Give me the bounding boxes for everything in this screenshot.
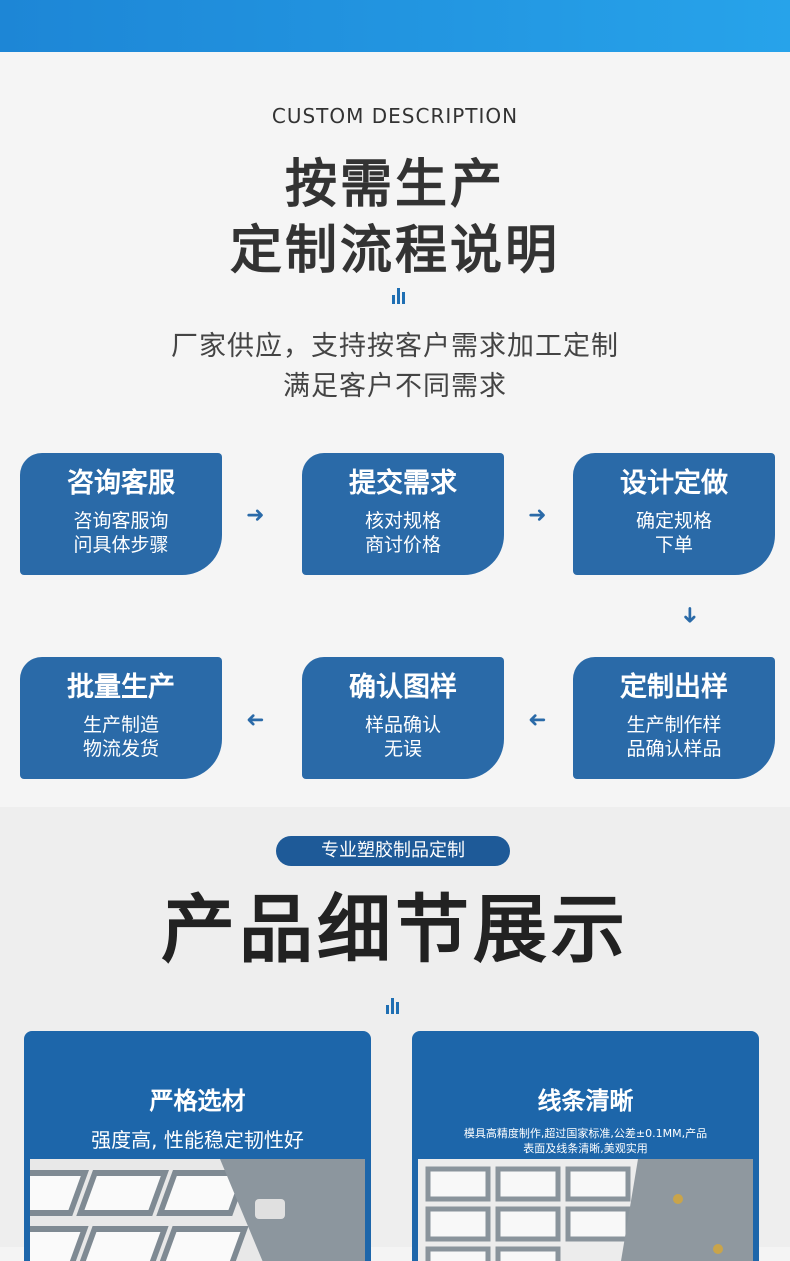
step-title: 咨询客服 (67, 468, 175, 499)
bars-icon (386, 996, 404, 1014)
detail-card-title: 严格选材 (149, 1087, 246, 1115)
step-desc: 品确认样品 (626, 738, 722, 760)
step-desc: 生产制造 (82, 714, 159, 736)
step-card-sample: 定制出样 生产制作样 品确认样品 (573, 657, 775, 779)
step-title: 提交需求 (349, 468, 457, 499)
step-card-confirm: 确认图样 样品确认 无误 (302, 657, 504, 779)
subtitle-line2: 满足客户不同需求 (283, 371, 507, 402)
product-photo (418, 1159, 753, 1261)
arrow-right-icon: ➜ (528, 503, 547, 528)
product-photo (24, 1159, 365, 1261)
detail-card-material: 严格选材 强度高, 性能稳定韧性好 (24, 1031, 371, 1261)
page-title-line1: 按需生产 (284, 155, 505, 215)
detail-card-desc: 强度高, 性能稳定韧性好 (91, 1128, 304, 1152)
step-desc: 商讨价格 (364, 534, 441, 556)
bars-icon (392, 286, 410, 304)
step-title: 定制出样 (620, 672, 728, 703)
step-card-design: 设计定做 确定规格 下单 (573, 453, 775, 575)
detail-card-desc: 模具高精度制作,超过国家标准,公差±0.1MM,产品 表面及线条清晰,美观实用 (412, 1126, 759, 1156)
step-title: 设计定做 (620, 468, 728, 499)
step-desc: 下单 (654, 534, 693, 556)
detail-card-desc-line: 表面及线条清晰,美观实用 (523, 1142, 648, 1155)
detail-card-title: 线条清晰 (537, 1087, 634, 1115)
arrow-down-icon: ➜ (677, 605, 703, 625)
arrow-left-icon: ➜ (528, 707, 547, 732)
section-eyebrow: CUSTOM DESCRIPTION (271, 104, 519, 128)
step-card-submit: 提交需求 核对规格 商讨价格 (302, 453, 504, 575)
top-banner (0, 0, 790, 52)
step-desc: 咨询客服询 (73, 510, 169, 532)
step-desc: 生产制作样 (626, 714, 722, 736)
step-desc: 物流发货 (82, 738, 159, 760)
detail-card-precision: 线条清晰 模具高精度制作,超过国家标准,公差±0.1MM,产品 表面及线条清晰,… (412, 1031, 759, 1261)
step-card-consult: 咨询客服 咨询客服询 问具体步骤 (20, 453, 222, 575)
step-desc: 确定规格 (635, 510, 712, 532)
step-title: 批量生产 (67, 672, 175, 703)
subtitle-line1: 厂家供应，支持按客户需求加工定制 (171, 331, 619, 362)
step-card-mass-production: 批量生产 生产制造 物流发货 (20, 657, 222, 779)
category-badge: 专业塑胶制品定制 (276, 836, 510, 866)
step-desc: 无误 (383, 738, 422, 760)
arrow-left-icon: ➜ (246, 707, 265, 732)
step-desc: 问具体步骤 (73, 534, 169, 556)
detail-card-desc-line: 模具高精度制作,超过国家标准,公差±0.1MM,产品 (463, 1127, 708, 1140)
details-title: 产品细节展示 (161, 887, 629, 973)
arrow-right-icon: ➜ (246, 503, 265, 528)
step-desc: 样品确认 (364, 714, 441, 736)
step-desc: 核对规格 (364, 510, 441, 532)
step-title: 确认图样 (349, 672, 457, 703)
page-title-line2: 定制流程说明 (229, 221, 560, 281)
